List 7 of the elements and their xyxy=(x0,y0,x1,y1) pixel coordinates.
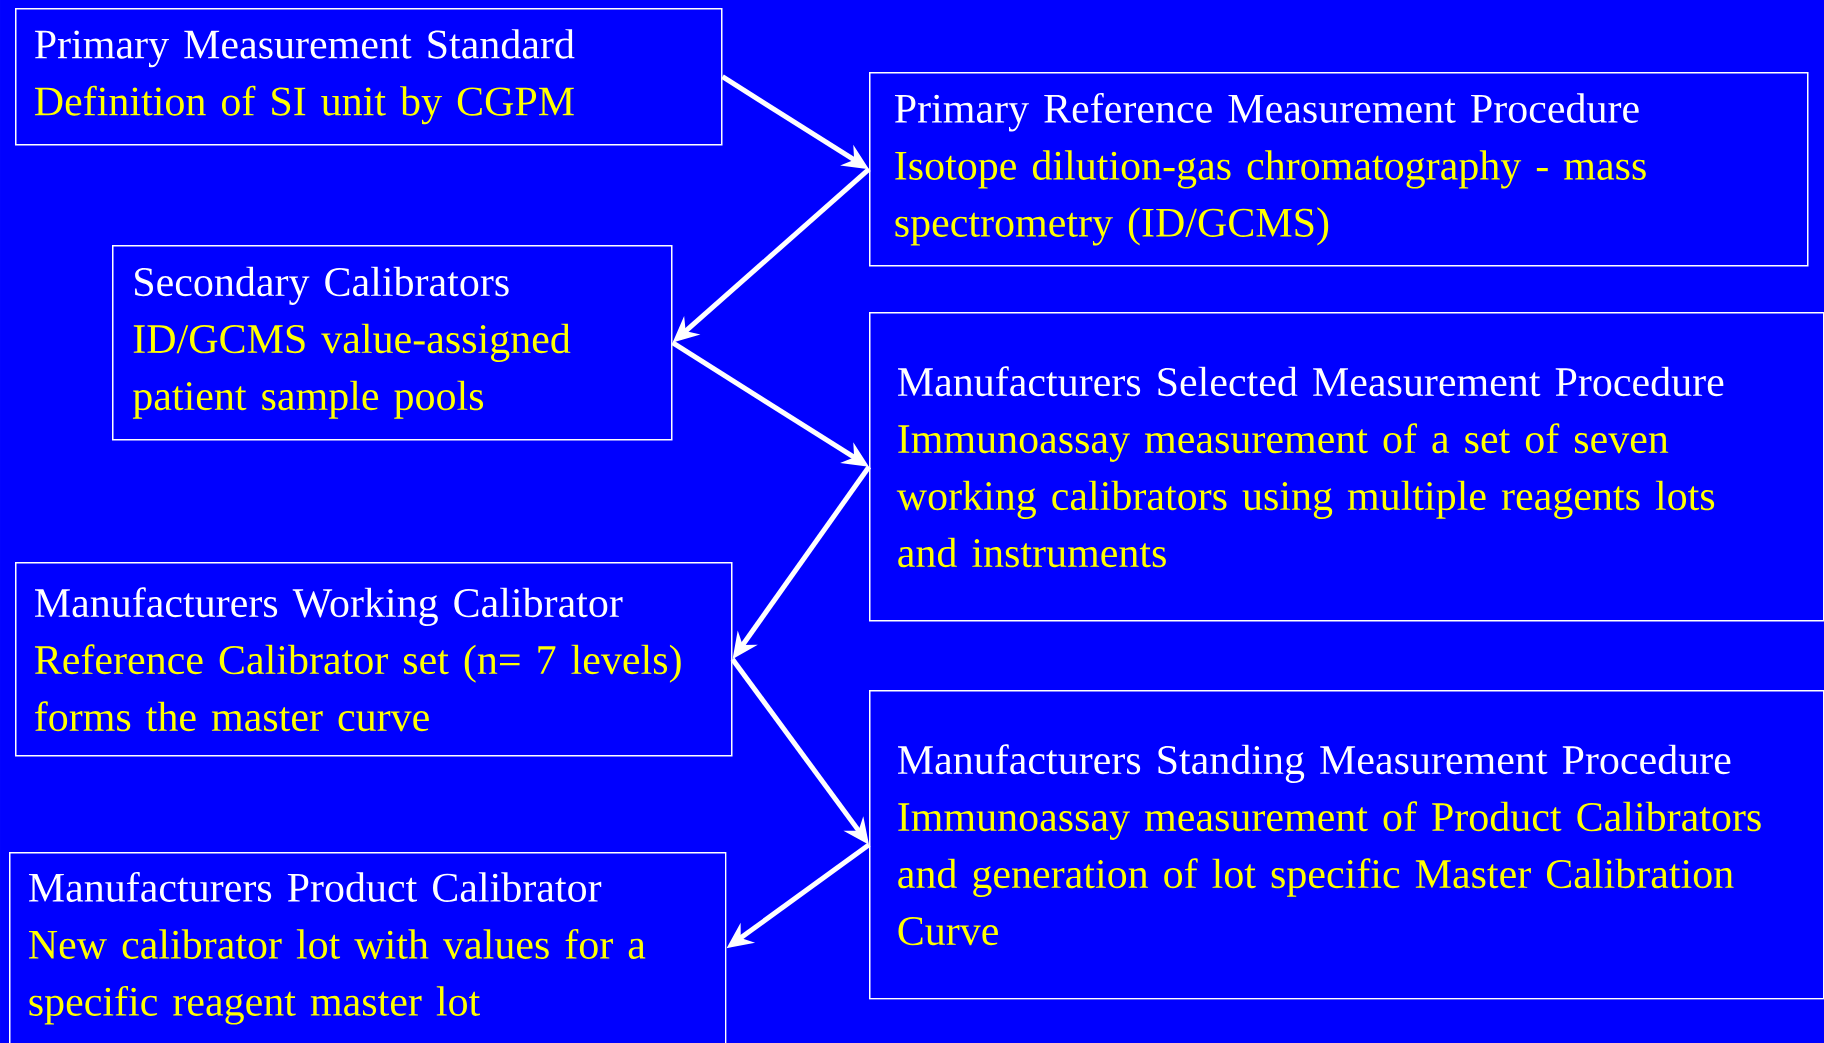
process-box: Manufacturers Product Calibrator New calibrator lot with values for a specific reagent master lot xyxy=(9,852,727,1043)
process-box: Manufacturers Standing Measurement Procedure Immunoassay measurement of Product Calibrators and generation of lot specific Master Calibration Curve xyxy=(869,690,1824,1000)
process-box: Primary Reference Measurement Procedure Isotope dilution-gas chromatography - mass spectrometry (ID/GCMS) xyxy=(869,72,1809,267)
process-box: Secondary Calibrators ID/GCMS value-assigned patient sample pools xyxy=(112,245,673,441)
process-box: Manufacturers Working Calibrator Reference Calibrator set (n= 7 levels) forms the master curve xyxy=(15,562,733,757)
process-box: Primary Measurement Standard Definition of SI unit by CGPM xyxy=(15,8,723,146)
process-box: Manufacturers Selected Measurement Procedure Immunoassay measurement of a set of seven working calibrators using multiple reagents lots and instruments xyxy=(869,312,1824,622)
